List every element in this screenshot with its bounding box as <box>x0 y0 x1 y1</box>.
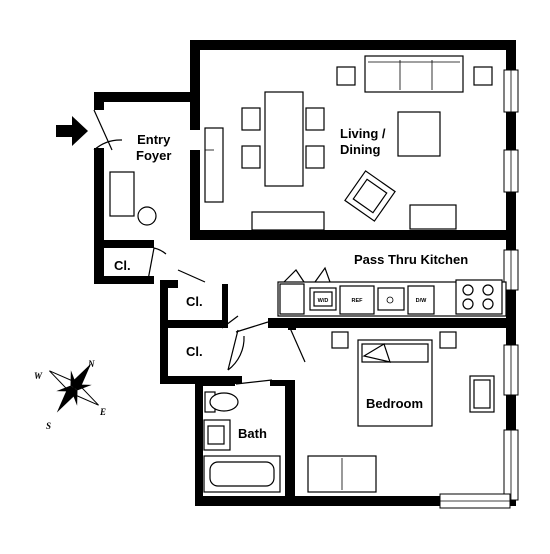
hall-door <box>235 321 306 363</box>
compass-s-label: S <box>46 421 52 431</box>
dining-table <box>241 91 325 187</box>
bathtub <box>203 455 281 493</box>
living-dining-label: Living / Dining <box>340 126 386 158</box>
closet-3-label: Cl. <box>186 344 203 359</box>
kitchen-label: Pass Thru Kitchen <box>354 252 469 267</box>
compass-w-label: W <box>34 371 43 381</box>
refrigerator: REF <box>339 285 375 315</box>
dishwasher: D/W <box>407 285 435 315</box>
windows <box>439 69 519 509</box>
entry-arrow-icon <box>56 116 88 146</box>
coffee-table <box>397 111 441 157</box>
entry-foyer-label: Entry Foyer <box>136 132 171 164</box>
closet-1-label: Cl. <box>114 258 131 273</box>
compass-e-label: E <box>100 407 107 417</box>
washer-dryer: W/D <box>309 287 337 311</box>
compass-n-label: N <box>88 359 95 369</box>
stove <box>455 279 503 315</box>
closet-1-door <box>147 247 167 281</box>
living-dining-line2: Dining <box>340 142 381 157</box>
closet-2-door <box>177 269 239 329</box>
walls <box>94 40 516 506</box>
closet-2-label: Cl. <box>186 294 203 309</box>
vanity <box>203 419 231 451</box>
sink <box>377 287 405 311</box>
entry-furniture <box>109 171 157 226</box>
bath-door <box>235 379 273 385</box>
bedroom-chair <box>469 375 495 413</box>
entry-door <box>93 109 123 151</box>
armchair <box>344 170 396 222</box>
tv-console <box>251 204 457 231</box>
compass-rose-icon <box>49 363 99 413</box>
washer-dryer-label: W/D <box>318 298 329 304</box>
bed <box>357 339 433 427</box>
bedroom-label: Bedroom <box>366 396 424 411</box>
bath-label: Bath <box>238 426 267 441</box>
sofa-top <box>336 55 493 93</box>
sofa-left <box>204 127 224 203</box>
refrigerator-label: REF <box>352 298 364 304</box>
entry-foyer-line1: Entry <box>137 132 171 147</box>
closet-3-door <box>227 329 245 371</box>
entry-foyer-line2: Foyer <box>136 148 172 163</box>
living-dining-line1: Living / <box>340 126 386 141</box>
dresser <box>307 455 377 493</box>
nightstands <box>331 331 457 349</box>
dishwasher-label: D/W <box>416 298 428 304</box>
toilet <box>204 391 239 413</box>
